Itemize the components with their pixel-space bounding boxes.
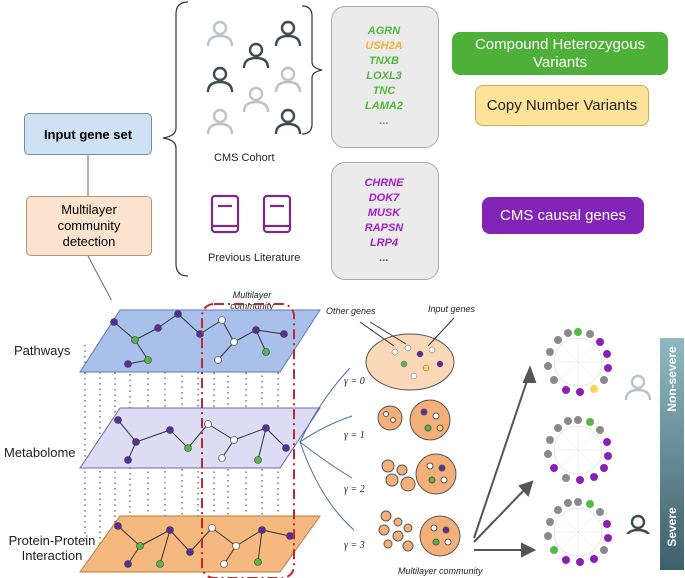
bubble-nodes: [391, 344, 444, 380]
gene-item: DOK7: [368, 192, 400, 204]
severity-arrows: [473, 365, 537, 558]
gene-item: LAMA2: [365, 100, 403, 112]
literature-books-icon: [210, 194, 292, 234]
gamma1-bubbles: [377, 399, 451, 441]
gene-item: LRP4: [369, 237, 399, 249]
previous-literature-label: Previous Literature: [208, 252, 301, 264]
main-brace: [162, 1, 189, 277]
pathways-plane: [79, 309, 321, 373]
gene-item: USH2A: [365, 40, 403, 52]
gamma-arrows: [299, 367, 355, 531]
ppi-layer-label: Protein-Protein Interaction: [8, 533, 96, 563]
detection-label: Multilayer community detection: [57, 202, 121, 249]
gamma-label: γ = 3: [344, 540, 365, 551]
community-top-label: Multilayer community: [230, 290, 274, 311]
person-icon: [206, 20, 302, 135]
detection-box: Multilayer community detection: [26, 196, 152, 256]
cohort-gene-box: [331, 6, 439, 148]
gene-item: RAPSN: [364, 222, 404, 234]
top-connectors: [87, 1, 323, 300]
cnv-legend: Copy Number Variants: [475, 85, 649, 126]
compound-legend-label: Compound Heterozygous Variants: [474, 35, 646, 71]
other-genes-label: Other genes: [326, 306, 376, 316]
pathways-layer-label: Pathways: [14, 343, 71, 358]
literature-gene-list: CHRNE DOK7 MUSK RAPSN LRP4 ...: [331, 176, 437, 266]
gene-item: ...: [379, 252, 389, 264]
multilayer-community-box: [201, 303, 295, 578]
gamma3-bubbles: [378, 510, 461, 557]
annotation-pointers: [359, 317, 455, 347]
ring-diagram: [544, 498, 612, 566]
gene-item: ...: [379, 115, 389, 127]
gamma-label: γ = 0: [344, 376, 365, 387]
pathways-nodes: [110, 310, 288, 368]
compound-heterozygous-legend: Compound Heterozygous Variants: [452, 32, 668, 75]
input-gene-set-box: Input gene set: [24, 113, 152, 155]
cohort-gene-list: AGRN USH2A TNXB LOXL3 TNC LAMA2 ...: [331, 24, 437, 129]
ring-diagrams: [544, 328, 612, 566]
gene-item: TNXB: [369, 55, 399, 67]
causal-legend-label: CMS causal genes: [500, 207, 626, 224]
metabolome-nodes: [114, 416, 290, 464]
gene-item: TNC: [372, 85, 396, 97]
person-icon: [624, 374, 652, 401]
gene-item: AGRN: [367, 25, 401, 37]
cnv-legend-label: Copy Number Variants: [486, 97, 638, 114]
severity-people: [624, 374, 652, 534]
detection-to-network-arrow: [87, 255, 112, 300]
input-genes-label: Input genes: [428, 304, 476, 314]
gamma2-bubbles: [381, 453, 457, 495]
literature-gene-box: [331, 162, 439, 280]
gamma-label: γ = 1: [344, 430, 365, 441]
pathways-edges: [113, 313, 285, 365]
gene-item: MUSK: [367, 207, 401, 219]
input-gene-set-label: Input gene set: [43, 126, 133, 142]
severe-label: Severe: [665, 507, 679, 547]
cohort-people-icons: [206, 20, 302, 135]
gene-item: CHRNE: [364, 177, 404, 189]
metabolome-layer-label: Metabolome: [4, 445, 76, 460]
ring-diagram: [544, 416, 612, 484]
ring-diagram: [544, 328, 612, 396]
gene-item: LOXL3: [366, 70, 402, 82]
person-icon: [626, 514, 650, 534]
non-severe-label: Non-severe: [665, 346, 679, 412]
gamma-label: γ = 2: [344, 484, 365, 495]
ppi-nodes: [114, 522, 294, 568]
severity-bar: [660, 338, 684, 570]
cms-cohort-label: CMS Cohort: [214, 152, 275, 164]
community-bottom-label: Multilayer community: [398, 566, 483, 576]
causal-genes-legend: CMS causal genes: [482, 197, 644, 234]
cohort-brace: [301, 5, 323, 135]
network-layers: [79, 303, 537, 578]
